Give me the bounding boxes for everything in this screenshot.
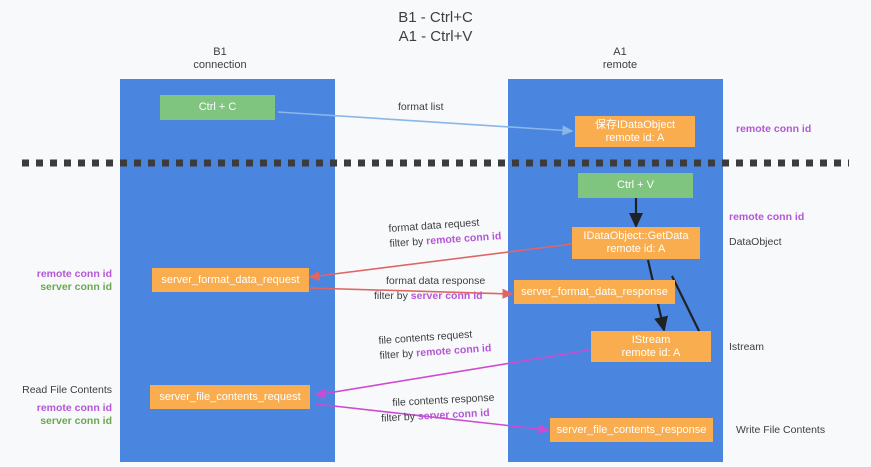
filter-value: remote conn id [415,342,492,360]
column-header-right: A1 remote [602,46,638,71]
label-right-remote-conn-id-mid: remote conn id [729,211,805,223]
box-idataobject-getdata-line2: remote id: A [606,243,666,255]
box-server-format-data-response[interactable]: server_format_data_response [514,280,675,304]
box-save-idataobject[interactable]: 保存IDataObject remote id: A [575,116,695,147]
box-save-idataobject-line1: 保存IDataObject [594,118,676,131]
filter-value: server conn id [410,290,483,302]
filter-prefix: filter by [379,347,417,362]
filter-value: server conn id [417,406,490,423]
label-left-server-conn-id: server conn id [40,281,112,293]
box-server-format-data-request[interactable]: server_format_data_request [152,268,309,292]
label-left-server-conn-id-2: server conn id [40,415,112,427]
caption-format-data-request: format data request filter by remote con… [388,214,502,252]
box-server-format-data-response-label: server_format_data_response [521,285,668,298]
box-server-file-contents-response-label: server_file_contents_response [556,423,707,436]
box-idataobject-getdata-line1: IDataObject::GetData [583,230,689,242]
label-left-remote-conn-id-2: remote conn id [36,402,112,414]
caption-file-contents-response: file contents response filter by server … [381,391,496,426]
label-istream: Istream [729,341,765,353]
box-idataobject-getdata[interactable]: IDataObject::GetData remote id: A [572,227,700,259]
box-save-idataobject-line2: remote id: A [605,131,665,144]
label-right-remote-conn-id-top: remote conn id [736,123,812,135]
filter-value: remote conn id [425,230,502,248]
caption-format-data-response-line1: format data response [386,275,486,287]
diagram-title: B1 - Ctrl+C A1 - Ctrl+V [398,9,473,45]
filter-prefix: filter by [389,235,427,250]
column-header-left: B1 connection [193,46,247,71]
box-server-file-contents-request[interactable]: server_file_contents_request [150,385,310,409]
caption-format-list: format list [398,100,444,115]
box-istream-line2: remote id: A [621,346,681,359]
box-server-file-contents-request-label: server_file_contents_request [159,390,301,403]
box-istream[interactable]: IStream remote id: A [591,331,711,362]
box-server-format-data-request-label: server_format_data_request [161,273,300,286]
box-istream-line1: IStream [631,333,671,346]
box-server-file-contents-response[interactable]: server_file_contents_response [550,418,713,442]
box-ctrl-v[interactable]: Ctrl + V [578,173,693,198]
box-ctrl-c-label: Ctrl + C [198,101,237,113]
box-ctrl-c[interactable]: Ctrl + C [160,95,275,120]
caption-format-list-text: format list [398,101,444,113]
label-left-remote-conn-id: remote conn id [36,268,112,280]
caption-format-data-response-line2: filter by server conn id [374,289,485,304]
filter-prefix: filter by [380,410,419,425]
box-ctrl-v-label: Ctrl + V [617,179,654,191]
label-write-file-contents: Write File Contents [736,424,826,436]
label-read-file-contents: Read File Contents [22,384,112,396]
caption-format-data-response: format data response filter by server co… [374,274,486,304]
label-dataobject: DataObject [729,236,782,248]
caption-file-contents-request: file contents request filter by remote c… [378,326,492,364]
filter-prefix: filter by [374,290,411,302]
